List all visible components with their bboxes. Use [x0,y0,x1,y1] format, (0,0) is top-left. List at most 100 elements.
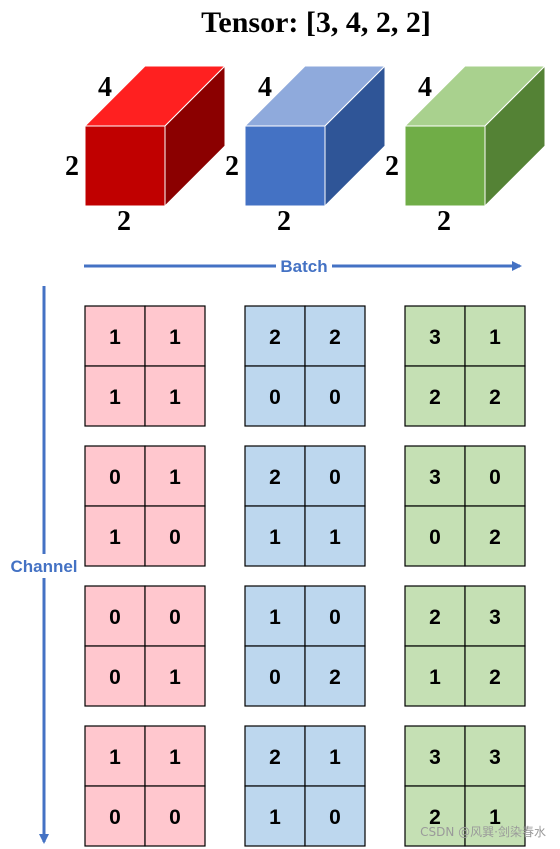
grid-cell [464,505,526,567]
cell-value: 1 [429,666,441,689]
cube-width-label: 2 [437,206,451,237]
batch-axis: Batch [84,254,522,276]
cell-value: 0 [329,386,341,409]
watermark: CSDN @风巽·剑染春水 [420,824,546,839]
cell-value: 0 [169,806,181,829]
cell-value: 0 [109,606,121,629]
grid-cell [84,365,146,427]
grid-cell [84,725,146,787]
grid-cell [464,585,526,647]
grid-cell [84,645,146,707]
grid-cell [84,445,146,507]
cell-value: 0 [269,666,281,689]
grid-cell [244,785,306,847]
cell-value: 0 [269,386,281,409]
cell-value: 1 [169,466,181,489]
cell-value: 0 [329,606,341,629]
cell-value: 2 [429,806,441,829]
cell-value: 0 [169,606,181,629]
grid-cell [464,785,526,847]
grid-b1-c3: 0 0 0 1 [84,585,206,707]
cell-value: 2 [489,526,501,549]
cube-width-label: 2 [117,206,131,237]
cell-value: 2 [329,326,341,349]
cube-front-face [84,125,166,207]
cell-value: 1 [489,806,501,829]
cell-value: 2 [269,326,281,349]
cell-value: 1 [109,386,121,409]
cell-value: 0 [429,526,441,549]
cell-value: 2 [429,606,441,629]
grid-cell [304,505,366,567]
cube-depth-label: 4 [98,72,112,103]
cell-value: 0 [109,466,121,489]
cell-value: 3 [429,466,441,489]
cell-value: 1 [109,526,121,549]
cell-value: 1 [169,386,181,409]
grid-cell [244,505,306,567]
cell-value: 2 [269,746,281,769]
grid-cell [464,305,526,367]
cell-value: 1 [329,746,341,769]
cell-value: 1 [169,666,181,689]
grid-cell [144,365,206,427]
cube-height-label: 2 [385,151,399,182]
cube-width-label: 2 [277,206,291,237]
grid-cell [464,645,526,707]
grid-cell [144,785,206,847]
cell-value: 3 [489,746,501,769]
grid-cell [404,785,466,847]
batch-label-bg [276,254,332,276]
grid-cell [304,445,366,507]
grid-cell [464,365,526,427]
cell-value: 2 [429,386,441,409]
grid-cell [304,305,366,367]
grid-b1-c2: 0 1 1 0 [84,445,206,567]
cube-3: 422 [385,64,547,237]
cell-value: 2 [489,386,501,409]
cell-value: 1 [269,606,281,629]
grid-cell [84,785,146,847]
cell-value: 1 [169,746,181,769]
diagram-title: Tensor: [3, 4, 2, 2] [201,6,431,39]
grid-cell [304,585,366,647]
cube-2: 4 2 2 [225,64,387,237]
grid-cell [144,645,206,707]
cell-value: 0 [169,526,181,549]
cube-depth-label: 4 [258,72,272,103]
grid-cell [464,725,526,787]
grid-b2-c3: 1 0 0 2 [244,585,366,707]
cell-value: 0 [489,466,501,489]
grid-cell [404,445,466,507]
grid-cell [304,365,366,427]
cell-value: 1 [169,326,181,349]
cube-front-face [244,125,326,207]
cell-value: 0 [329,806,341,829]
grid-cell [144,305,206,367]
cell-value: 0 [109,806,121,829]
grid-cell [144,585,206,647]
channel-label: Channel [10,557,77,576]
grid-b2-c1: 2 2 0 0 [244,305,366,427]
grid-cell [84,505,146,567]
grid-cell [244,365,306,427]
grid-cell [244,305,306,367]
cell-value: 2 [489,666,501,689]
cell-value: 1 [329,526,341,549]
cube-height-label: 2 [225,151,239,182]
cell-value: 1 [269,526,281,549]
grid-cell [244,585,306,647]
cell-value: 2 [329,666,341,689]
cube-height-label: 2 [65,151,79,182]
cell-value: 0 [109,666,121,689]
grid-cell [244,645,306,707]
